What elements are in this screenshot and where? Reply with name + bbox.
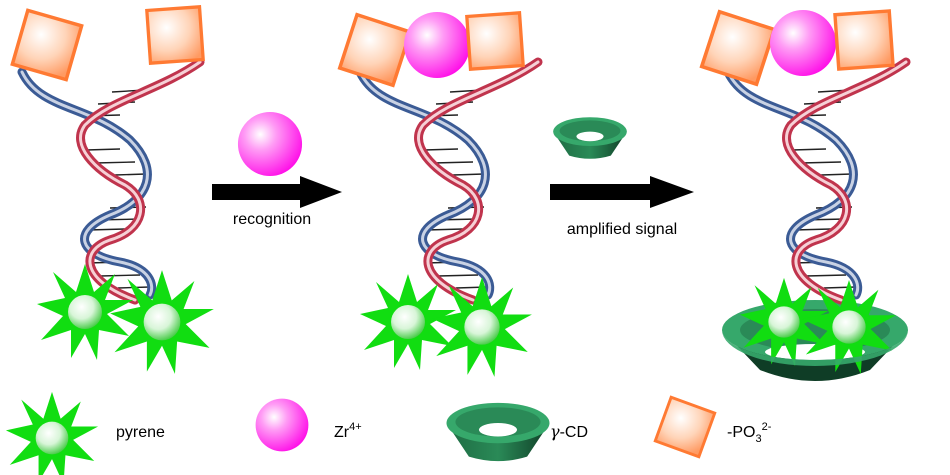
dna-duplex-2: [360, 62, 538, 300]
legend-item-phosphate: -PO32-: [653, 395, 772, 459]
pyrene-star-icon: [5, 391, 99, 475]
phosphate-square-icon: [465, 11, 525, 71]
legend-label-prefix: γ: [550, 422, 560, 441]
zr-sphere-icon: [770, 10, 836, 76]
gamma-cd-icon: [553, 117, 627, 159]
gamma-cd-icon: [446, 402, 550, 462]
dna-duplex-1: [22, 62, 200, 300]
step-recognition: recognition: [212, 111, 342, 228]
legend-label: pyrene: [116, 424, 165, 441]
phosphate-square-icon: [145, 5, 205, 65]
legend-label: γ-CD: [550, 422, 588, 441]
legend-item-gamma-cd: γ-CD: [446, 402, 588, 462]
step-label: recognition: [233, 211, 311, 228]
legend-item-zr: Zr4+: [255, 398, 362, 452]
legend-item-pyrene: pyrene: [5, 391, 165, 475]
reaction-arrow: [212, 176, 342, 208]
legend-label-main: Zr: [334, 424, 350, 441]
phosphate-square-icon: [337, 12, 413, 88]
zr-sphere-icon: [404, 12, 470, 78]
zr-sphere-icon: [237, 111, 303, 177]
step-amplified-signal: amplified signal: [550, 117, 694, 238]
legend-label-sub: 3: [755, 433, 761, 445]
legend-label-main: -PO: [727, 424, 755, 441]
phosphate-square-icon: [833, 9, 895, 71]
stage-initial: [10, 5, 214, 374]
zr-sphere-icon: [255, 398, 309, 452]
legend-label-sup: 4+: [349, 421, 362, 433]
reaction-arrow: [550, 176, 694, 208]
dna-duplex-3: [728, 62, 906, 300]
pyrene-star-icon: [110, 270, 214, 374]
stage-amplified: [699, 9, 908, 381]
legend-label: Zr4+: [334, 421, 362, 441]
legend-label-sup: 2-: [762, 421, 772, 433]
legend-label: -PO32-: [727, 421, 772, 445]
legend-label-main: -CD: [560, 424, 588, 441]
phosphate-square-icon: [699, 9, 777, 87]
step-label: amplified signal: [567, 221, 677, 238]
stage-recognized: [337, 11, 538, 377]
phosphate-square-icon: [653, 395, 717, 459]
legend: pyrene Zr4+ γ-CD -PO32-: [5, 391, 772, 475]
